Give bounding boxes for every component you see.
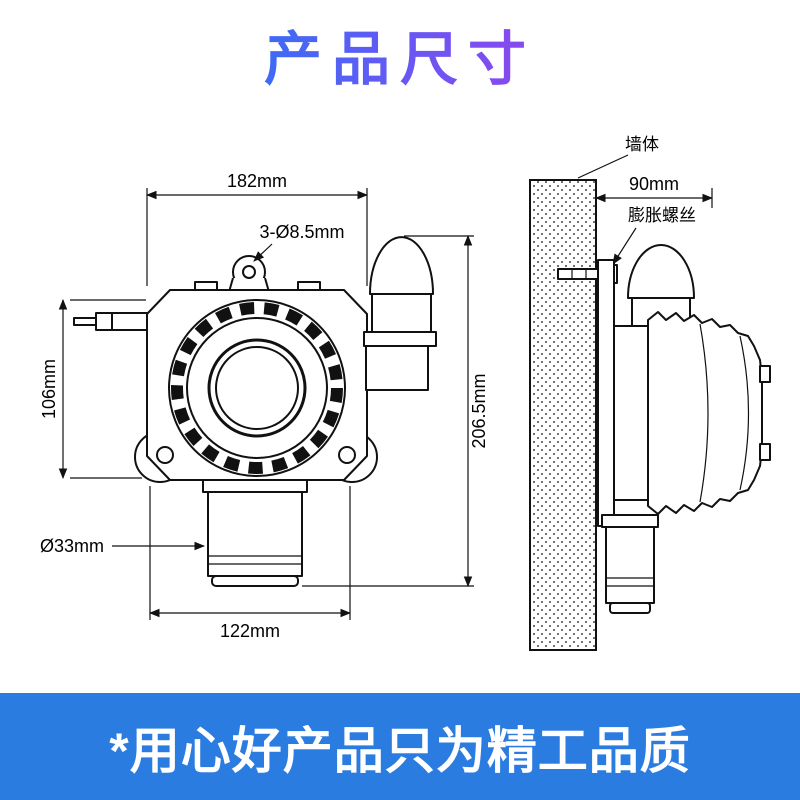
sensor-cylinder xyxy=(202,479,308,587)
dim-depth-label: 90mm xyxy=(629,174,679,194)
dim-overall-width: 182mm xyxy=(145,171,369,286)
product-dimension-drawing: 182mm 3-Ø8.5mm 106mm 206.5mm 122mm xyxy=(39,135,771,651)
mounting-plate xyxy=(597,259,615,527)
dim-body-height-label: 106mm xyxy=(39,359,59,419)
header: 产品尺寸 xyxy=(0,0,800,108)
dim-sensor-diameter: Ø33mm xyxy=(40,536,206,556)
sensor-cylinder-side xyxy=(601,514,659,614)
wall-hatch xyxy=(529,179,597,651)
lens-ring xyxy=(168,299,346,477)
dim-body-height: 106mm xyxy=(39,298,146,480)
alarm-beacon xyxy=(363,236,437,391)
wall-callout: 墙体 xyxy=(577,135,659,179)
dim-hole-spacing-label: 122mm xyxy=(220,621,280,641)
dim-mounting-holes-label: 3-Ø8.5mm xyxy=(259,222,344,242)
mounting-tab xyxy=(228,255,270,294)
mounting-hole-right xyxy=(338,446,356,464)
junction-box-side xyxy=(613,325,651,501)
page-title: 产品尺寸 xyxy=(264,12,536,96)
dim-overall-height: 206.5mm xyxy=(302,234,489,588)
dim-overall-height-label: 206.5mm xyxy=(469,373,489,448)
dim-overall-width-label: 182mm xyxy=(227,171,287,191)
dim-hole-spacing: 122mm xyxy=(148,486,352,641)
footer-banner: *用心好产品只为精工品质 xyxy=(0,693,800,800)
dim-sensor-diameter-label: Ø33mm xyxy=(40,536,104,556)
dim-mounting-holes: 3-Ø8.5mm xyxy=(253,222,345,262)
conduit-entry xyxy=(73,312,148,331)
mounting-hole-left xyxy=(156,446,174,464)
expansion-screw-callout: 膨胀螺丝 xyxy=(612,206,696,265)
gas-detector-side-view: 墙体 90mm 膨胀螺丝 xyxy=(529,135,771,651)
footer-slogan: *用心好产品只为精工品质 xyxy=(109,722,691,779)
ribbed-head-side xyxy=(647,311,771,515)
gas-detector-front-view: 182mm 3-Ø8.5mm 106mm 206.5mm 122mm xyxy=(39,171,489,641)
expansion-screw-label: 膨胀螺丝 xyxy=(628,206,696,225)
dim-depth: 90mm xyxy=(594,174,714,208)
wall-label: 墙体 xyxy=(625,135,659,154)
